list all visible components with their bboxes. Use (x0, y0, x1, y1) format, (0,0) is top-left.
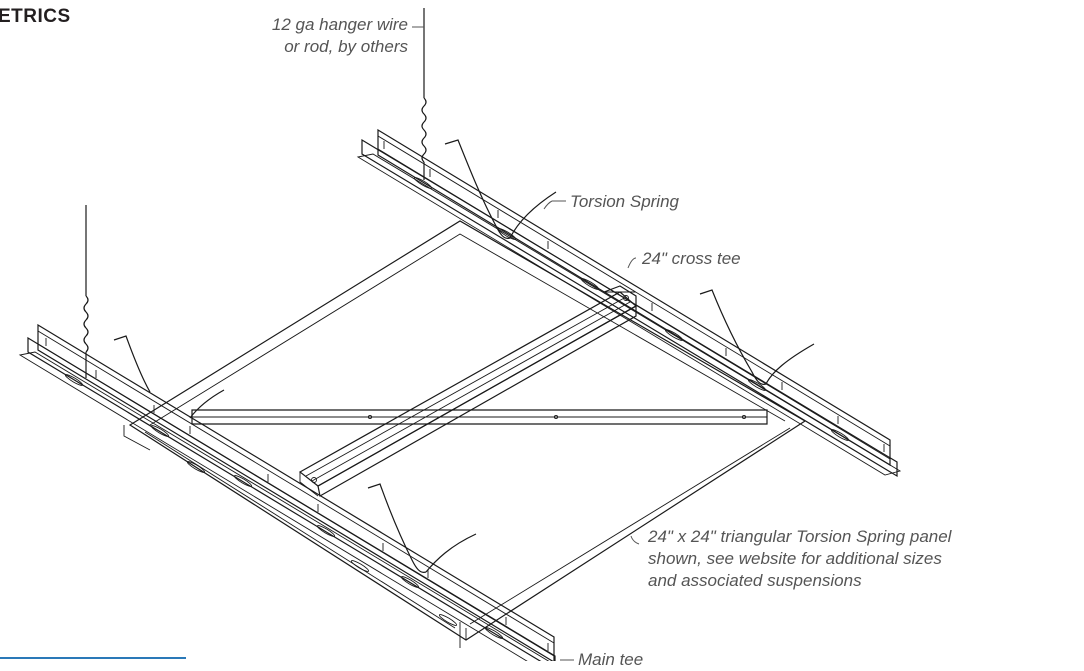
torsion-springs (113, 139, 815, 573)
cross-tee-label: 24" cross tee (642, 249, 741, 268)
leader-lines (412, 26, 640, 661)
page-heading: ETRICS (0, 6, 71, 27)
front-main-tee (18, 323, 556, 661)
panel-label-line3: and associated suspensions (648, 571, 862, 590)
bottom-accent-rule (0, 657, 186, 659)
panel-label-line2: shown, see website for additional sizes (648, 549, 942, 568)
cross-tee (298, 285, 638, 497)
hanger-wire-label-line1: 12 ga hanger wire (271, 15, 408, 34)
hanger-wires (83, 8, 427, 378)
torsion-spring-label: Torsion Spring (570, 192, 679, 211)
hanger-wire-label-line2: or rod, by others (284, 37, 408, 56)
hanger-wire-label: 12 ga hanger wire or rod, by others (205, 14, 408, 58)
rear-main-tee (356, 128, 902, 478)
panel-label-line1: 24" x 24" triangular Torsion Spring pane… (648, 527, 952, 546)
main-tee-label: Main tee (578, 650, 644, 669)
panel-label: 24" x 24" triangular Torsion Spring pane… (648, 526, 951, 592)
